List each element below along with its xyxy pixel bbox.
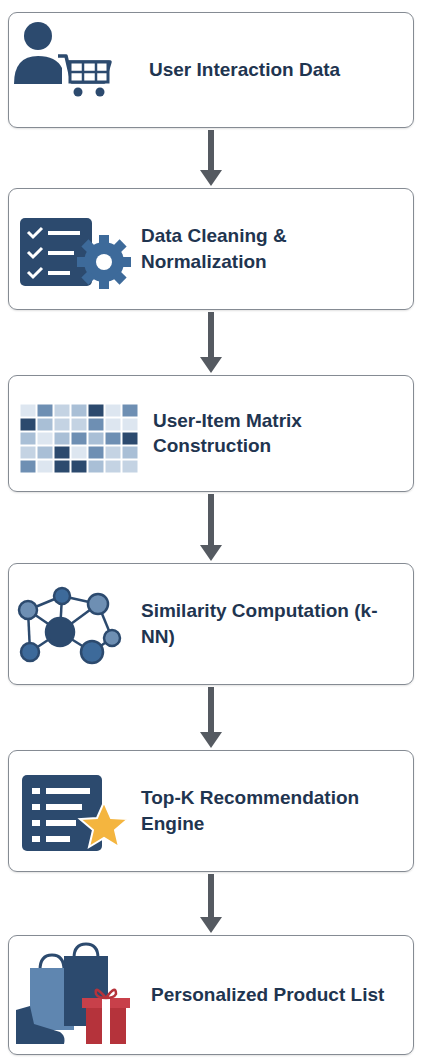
network-icon [19,588,120,663]
process-box: Top-K Recommendation Engine [8,750,414,872]
flow-arrow [200,312,222,373]
matrix-grid-icon [20,404,138,473]
flow-arrow [200,687,222,748]
box-label: Similarity Computation (k-NN) [141,598,403,648]
process-box: Similarity Computation (k-NN) [8,563,414,685]
box-label: Top-K Recommendation Engine [141,785,403,835]
box-label: User Interaction Data [149,57,403,82]
flow-arrow [200,874,222,933]
box-label: Data Cleaning & Normalization [141,223,403,273]
process-box: Data Cleaning & Normalization [8,188,414,310]
list-star-icon [22,775,128,851]
checklist-gear-icon [20,218,131,289]
process-box: Personalized Product List [8,935,414,1055]
process-box: User Interaction Data [8,12,414,128]
process-box: User-Item Matrix Construction [8,375,414,492]
flow-arrow [200,494,222,561]
box-label: Personalized Product List [151,982,403,1007]
flow-arrow [200,130,222,186]
shopping-bags-icon [16,944,130,1044]
user-cart-icon [14,22,110,97]
box-label: User-Item Matrix Construction [153,408,403,458]
